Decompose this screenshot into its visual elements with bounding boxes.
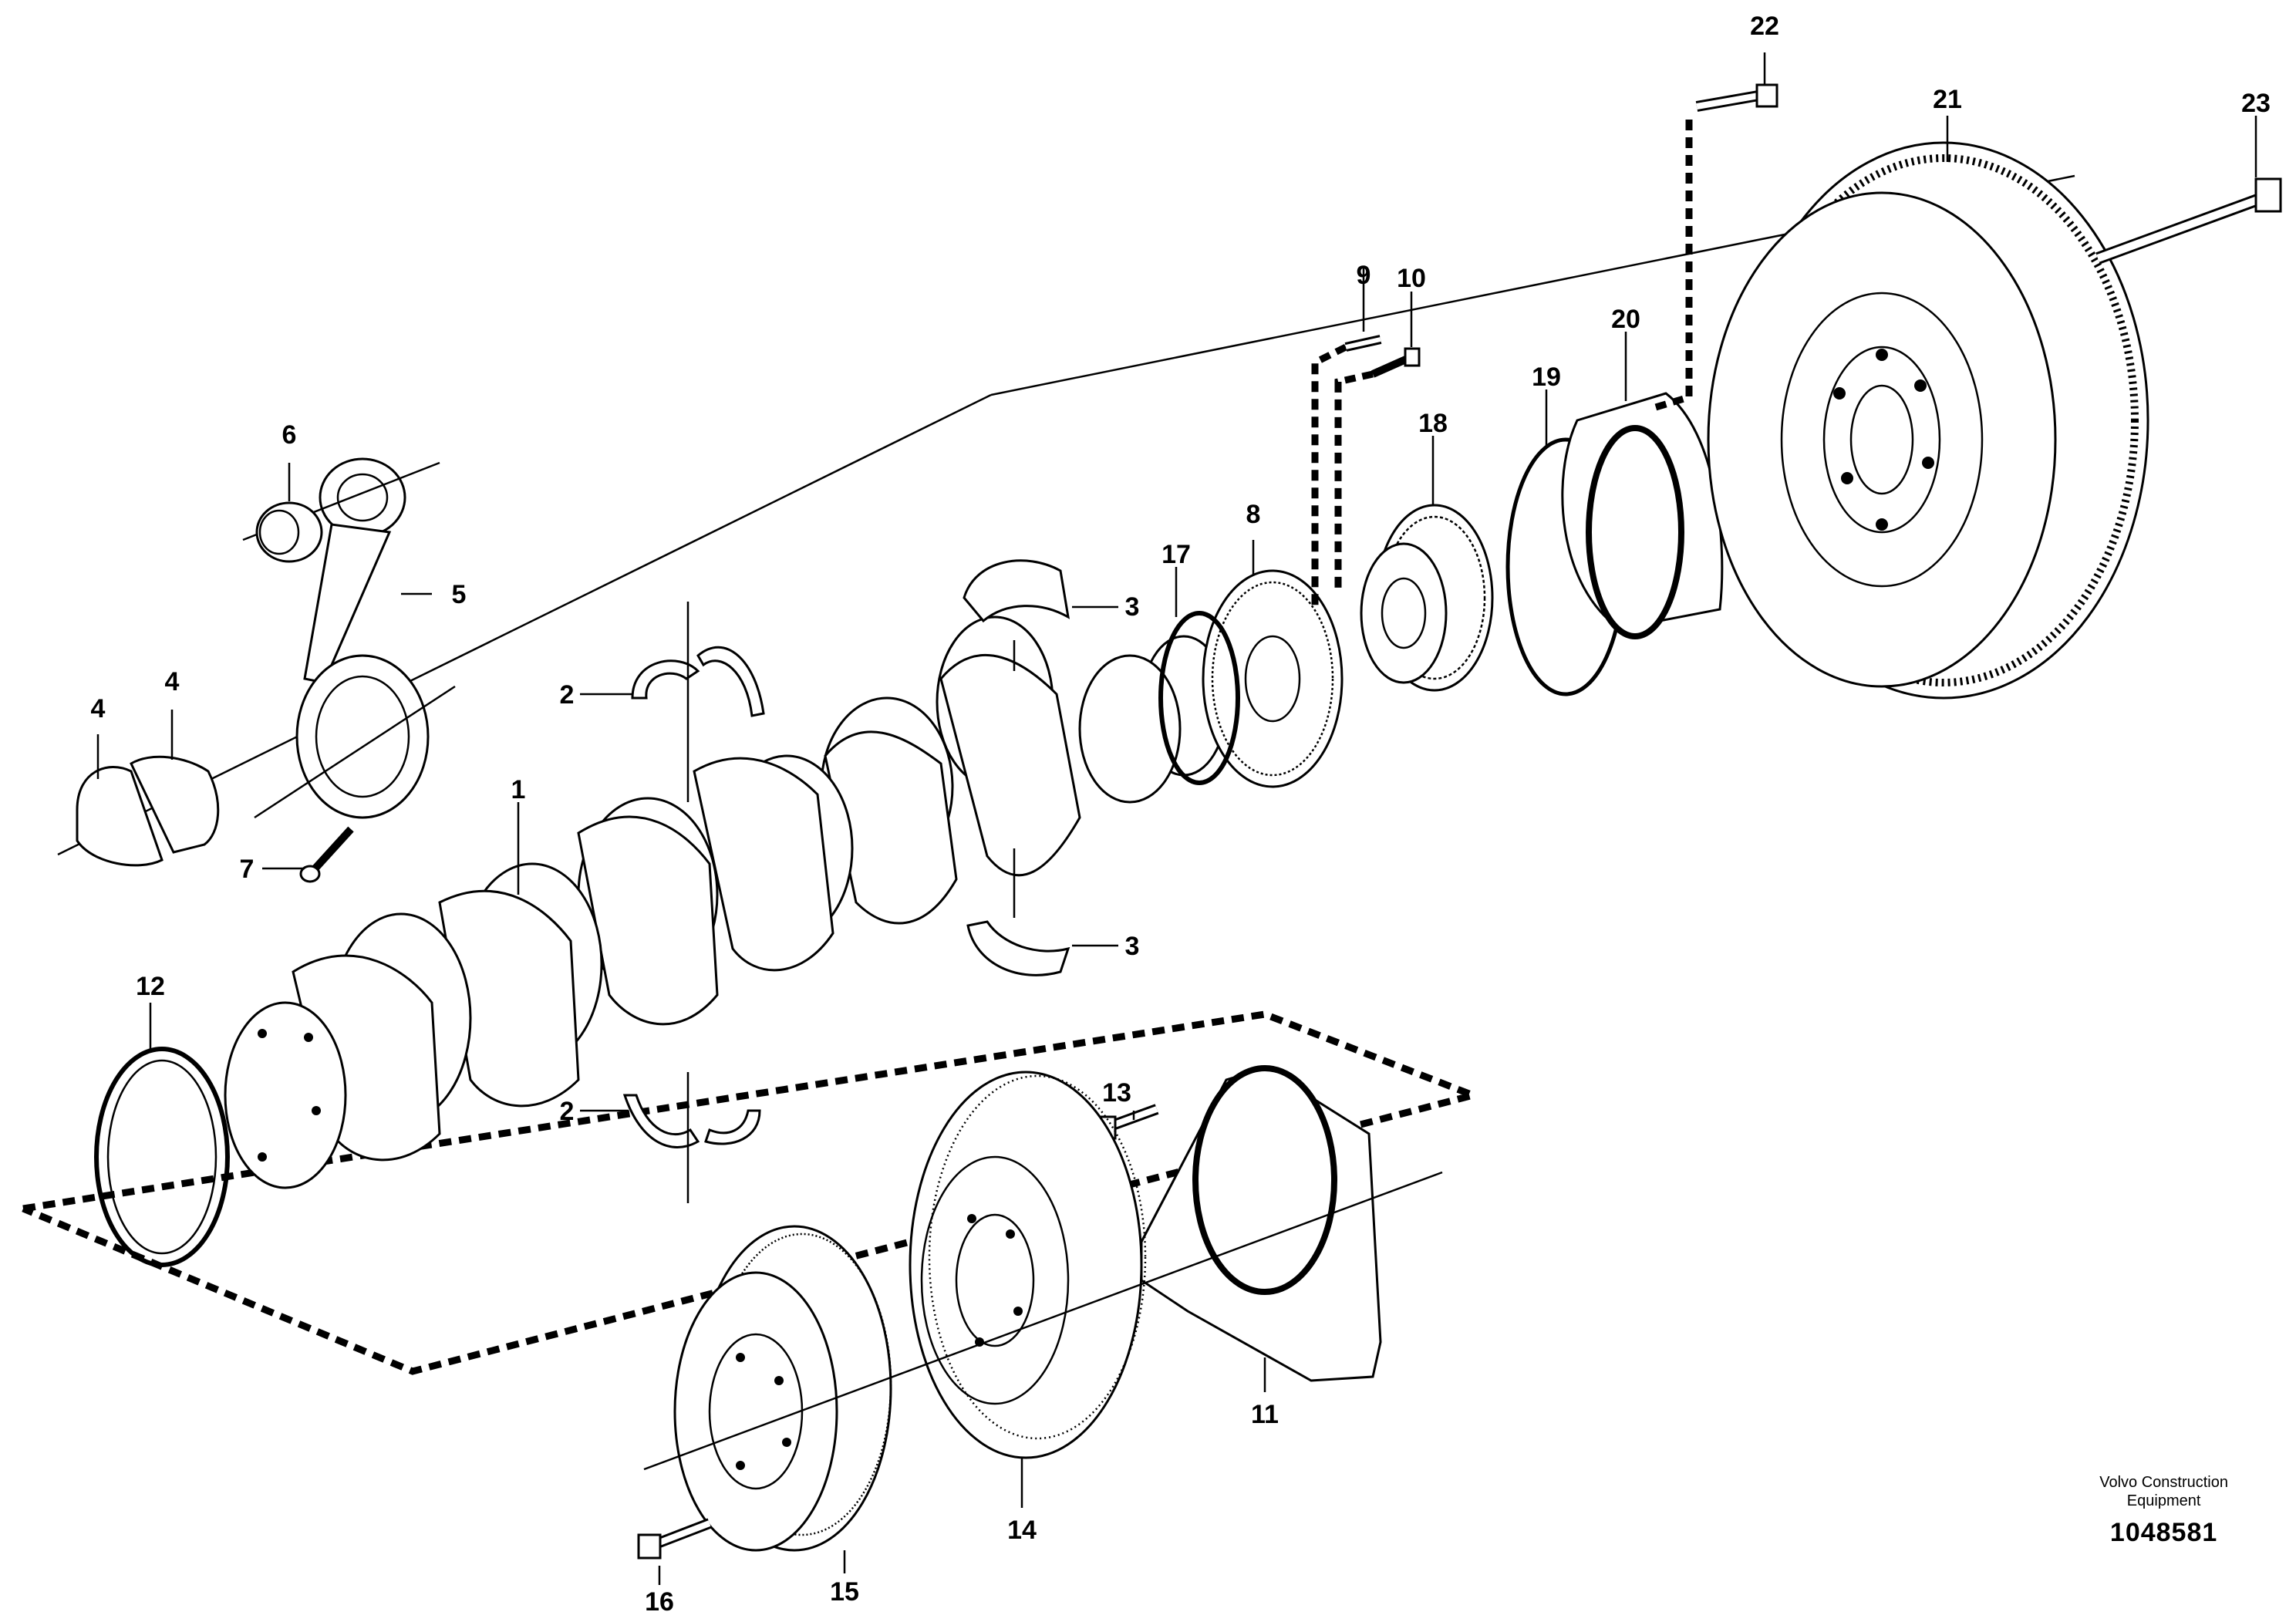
callout-4a: 4 — [91, 694, 106, 723]
front-group-dashed-line — [22, 1010, 1485, 1375]
publisher-credit: Volvo Construction Equipment 1048581 — [2099, 1473, 2228, 1548]
connecting-rod-bolt — [299, 826, 354, 883]
callout-7: 7 — [240, 855, 255, 884]
callout-9: 9 — [1357, 261, 1371, 290]
callout-6: 6 — [282, 420, 297, 450]
callout-3a: 3 — [1125, 592, 1140, 622]
front-seal-ring — [94, 1047, 230, 1267]
thrust-bearing-upper — [963, 559, 1070, 671]
housing-bolt — [1695, 83, 1778, 112]
pin-guide-line — [1311, 343, 1348, 609]
bolt-guide-line — [1334, 370, 1374, 594]
rod-bearing-shells — [76, 755, 220, 867]
callout-8: 8 — [1246, 500, 1261, 529]
crankshaft-pulley — [673, 1225, 892, 1552]
crankshaft — [226, 615, 1228, 1174]
rear-seal-housing — [1561, 392, 1724, 639]
callout-19: 19 — [1532, 363, 1561, 392]
flywheel-bolt — [2095, 177, 2282, 265]
callout-17: 17 — [1161, 540, 1191, 569]
dowel-pin — [1344, 335, 1382, 352]
callout-10: 10 — [1397, 264, 1426, 293]
crankshaft-front-hub — [224, 1001, 347, 1189]
gear-screw — [1371, 347, 1421, 378]
housing-bolt-guide-line — [1649, 120, 1693, 413]
connecting-rod — [242, 457, 456, 819]
piston-pin-bushing — [255, 501, 323, 563]
callout-11: 11 — [1251, 1400, 1279, 1429]
thrust-bearing-lower — [966, 848, 1070, 976]
callout-labels: 1 2 2 3 3 4 4 5 6 7 8 9 10 11 12 13 14 1… — [91, 12, 2271, 1617]
callout-5: 5 — [452, 580, 467, 609]
callout-20: 20 — [1611, 305, 1640, 334]
o-ring — [1158, 611, 1240, 785]
main-bearing-lower — [622, 1072, 761, 1203]
flywheel — [1707, 141, 2149, 700]
callout-3b: 3 — [1125, 932, 1140, 961]
timing-gear — [1360, 504, 1494, 692]
callout-22: 22 — [1750, 12, 1779, 41]
callout-23: 23 — [2241, 89, 2271, 118]
front-group-axis — [643, 1171, 1443, 1471]
callout-18: 18 — [1418, 409, 1448, 438]
callout-15: 15 — [830, 1577, 859, 1607]
main-bearing-upper — [631, 602, 765, 802]
publisher-name-line2: Equipment — [2126, 1492, 2201, 1509]
publisher-name-line1: Volvo Construction — [2099, 1474, 2228, 1491]
callout-2a: 2 — [560, 680, 575, 710]
pulley-bolt — [637, 1518, 712, 1560]
callout-14: 14 — [1007, 1516, 1037, 1545]
callout-4b: 4 — [165, 667, 180, 696]
callout-16: 16 — [645, 1587, 674, 1617]
callout-13: 13 — [1102, 1078, 1131, 1108]
center-axis-rod — [57, 393, 992, 856]
vibration-damper — [909, 1071, 1147, 1459]
front-cover — [1140, 1065, 1382, 1382]
callout-2b: 2 — [560, 1097, 575, 1126]
callout-1: 1 — [511, 775, 526, 804]
illustration-reference-number: 1048581 — [2109, 1518, 2218, 1547]
leader-lines — [96, 52, 2257, 1585]
crankshaft-gear — [1202, 569, 1344, 788]
callout-21: 21 — [1933, 85, 1962, 114]
callout-12: 12 — [136, 972, 165, 1001]
